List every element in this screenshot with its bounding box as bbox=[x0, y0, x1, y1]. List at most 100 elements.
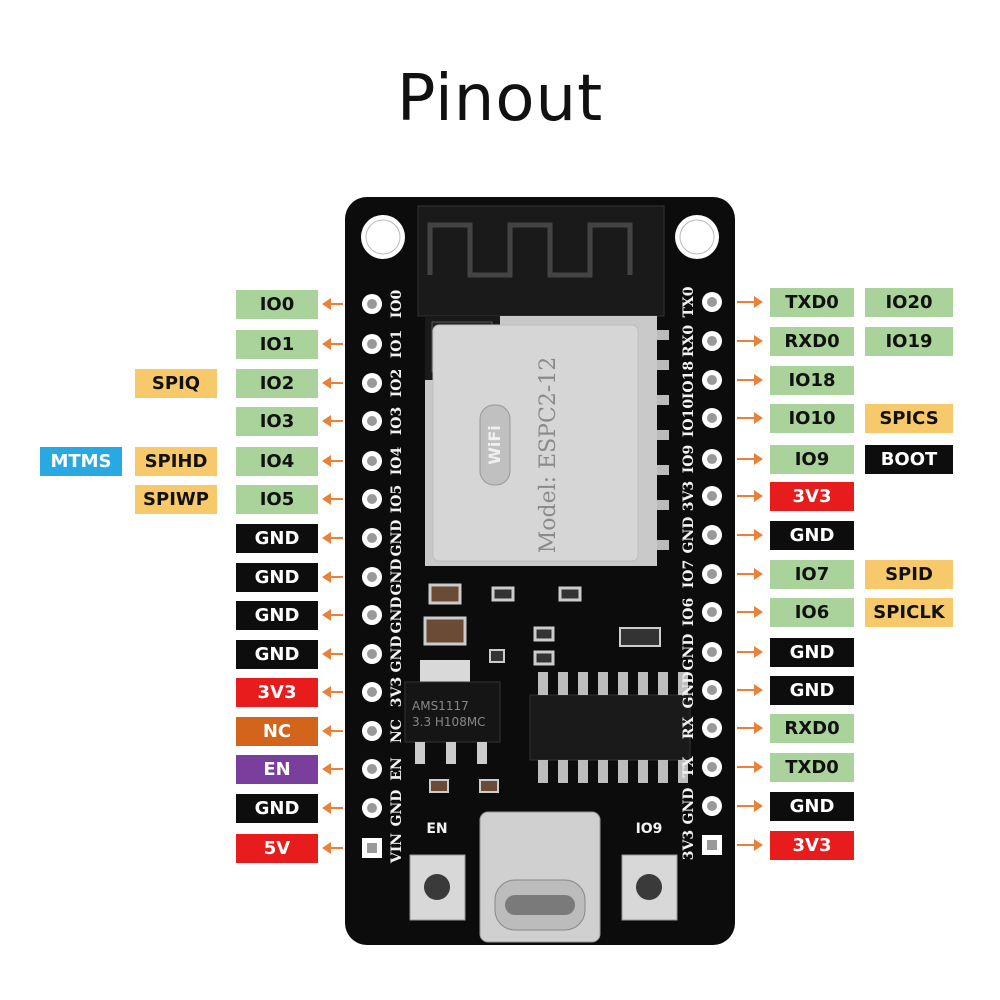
right-pin-label: IO6 bbox=[770, 598, 854, 627]
left-header-pin-12 bbox=[362, 721, 382, 741]
wifi-logo: WiFi bbox=[485, 425, 504, 465]
right-header-pin-1 bbox=[702, 292, 722, 312]
left-pin-label: EN bbox=[236, 755, 318, 784]
left-pin-arrow bbox=[322, 686, 343, 698]
left-pin-label: IO1 bbox=[236, 330, 318, 359]
left-pin-arrow bbox=[322, 455, 343, 467]
right-pin-label: GND bbox=[770, 638, 854, 667]
right-pin-arrow bbox=[737, 568, 763, 580]
right-header-pin-14 bbox=[702, 796, 722, 816]
right-pin-arrow bbox=[737, 646, 763, 658]
right-pin-label: IO18 bbox=[770, 366, 854, 395]
right-header-pin-3 bbox=[702, 370, 722, 390]
right-pin-alt-label: IO19 bbox=[865, 327, 953, 356]
right-pin-alt-label: IO20 bbox=[865, 288, 953, 317]
right-header-pin-9 bbox=[702, 602, 722, 622]
right-pin-label: TXD0 bbox=[770, 753, 854, 782]
left-pin-label: 5V bbox=[236, 834, 318, 863]
left-header-pin-9 bbox=[362, 605, 382, 625]
left-pin-arrow bbox=[322, 298, 343, 310]
right-silkscreen-label: IO9 bbox=[681, 445, 697, 474]
left-silkscreen-label: IO5 bbox=[389, 485, 405, 514]
right-silkscreen-label: RX bbox=[681, 717, 697, 740]
mounting-hole-top-right bbox=[675, 215, 719, 259]
right-silkscreen-label: GND bbox=[681, 672, 697, 709]
left-pin-label: IO5 bbox=[236, 485, 318, 514]
right-pin-alt-label: SPICS bbox=[865, 404, 953, 433]
left-header-pin-15 bbox=[362, 838, 382, 858]
left-pin-arrow bbox=[322, 609, 343, 621]
right-pin-label: GND bbox=[770, 521, 854, 550]
right-pin-label: 3V3 bbox=[770, 831, 854, 860]
right-header-pin-13 bbox=[702, 757, 722, 777]
right-silkscreen-label: RX0 bbox=[681, 325, 697, 357]
left-silkscreen-label: GND bbox=[389, 559, 405, 596]
right-pin-label: GND bbox=[770, 676, 854, 705]
right-silkscreen-label: IO10 bbox=[681, 399, 697, 437]
left-pin-label: IO4 bbox=[236, 447, 318, 476]
left-pin-alt-label: SPIQ bbox=[135, 369, 217, 398]
right-header-pin-5 bbox=[702, 449, 722, 469]
usb-serial-chip bbox=[529, 672, 691, 783]
right-pin-arrow bbox=[737, 296, 763, 308]
io9-button-label: IO9 bbox=[636, 821, 663, 837]
left-header-pin-5 bbox=[362, 451, 382, 471]
module-castellations bbox=[657, 330, 669, 550]
en-button-label: EN bbox=[426, 821, 447, 837]
left-silkscreen-label: GND bbox=[389, 520, 405, 557]
left-pin-label: GND bbox=[236, 563, 318, 592]
right-header-pin-12 bbox=[702, 718, 722, 738]
usb-c-connector bbox=[479, 811, 601, 943]
left-pin-label: GND bbox=[236, 524, 318, 553]
right-pin-alt-label: SPICLK bbox=[865, 598, 953, 627]
left-pin-arrow bbox=[322, 338, 343, 350]
right-pin-alt-label: SPID bbox=[865, 560, 953, 589]
right-pin-arrow bbox=[737, 453, 763, 465]
right-silkscreen-label: GND bbox=[681, 517, 697, 554]
left-pin-arrow bbox=[322, 415, 343, 427]
right-pin-label: RXD0 bbox=[770, 714, 854, 743]
regulator-label-2: 3.3 H108MC bbox=[412, 715, 486, 729]
io9-button bbox=[621, 854, 678, 921]
left-pin-arrow bbox=[322, 763, 343, 775]
right-silkscreen-label: IO7 bbox=[681, 560, 697, 589]
left-silkscreen-label: IO3 bbox=[389, 407, 405, 436]
mounting-hole-top-left bbox=[361, 215, 405, 259]
diagram-title: Pinout bbox=[396, 62, 604, 136]
right-pin-label: GND bbox=[770, 792, 854, 821]
right-header-pin-15 bbox=[702, 835, 722, 855]
right-pin-arrow bbox=[737, 761, 763, 773]
left-header-pin-6 bbox=[362, 489, 382, 509]
right-pin-arrow bbox=[737, 800, 763, 812]
left-header-pin-1 bbox=[362, 294, 382, 314]
left-header-pin-8 bbox=[362, 567, 382, 587]
right-silkscreen-label: IO18 bbox=[681, 361, 697, 399]
left-pin-label: NC bbox=[236, 717, 318, 746]
left-silkscreen-label: 3V3 bbox=[389, 677, 405, 707]
left-pin-arrow bbox=[322, 493, 343, 505]
right-header-pin-4 bbox=[702, 408, 722, 428]
left-pin-label: IO2 bbox=[236, 369, 318, 398]
voltage-regulator bbox=[404, 681, 501, 743]
right-pin-arrow bbox=[737, 839, 763, 851]
right-header-pin-6 bbox=[702, 486, 722, 506]
left-header-pin-2 bbox=[362, 334, 382, 354]
right-pin-arrow bbox=[737, 374, 763, 386]
right-silkscreen-label: 3V3 bbox=[681, 830, 697, 860]
right-header-pin-8 bbox=[702, 564, 722, 584]
left-header-pin-4 bbox=[362, 411, 382, 431]
right-header-pin-10 bbox=[702, 642, 722, 662]
left-silkscreen-label: GND bbox=[389, 636, 405, 673]
left-pin-arrow bbox=[322, 571, 343, 583]
right-pin-arrow bbox=[737, 606, 763, 618]
module-can bbox=[432, 324, 639, 562]
right-pin-arrow bbox=[737, 412, 763, 424]
left-silkscreen-label: IO1 bbox=[389, 330, 405, 359]
antenna-trace bbox=[427, 222, 633, 278]
right-silkscreen-label: GND bbox=[681, 788, 697, 825]
module-model-text: Model: ESPC2-12 bbox=[536, 357, 561, 554]
right-pin-arrow bbox=[737, 490, 763, 502]
right-pin-alt-label: BOOT bbox=[865, 445, 953, 474]
right-pin-label: IO7 bbox=[770, 560, 854, 589]
